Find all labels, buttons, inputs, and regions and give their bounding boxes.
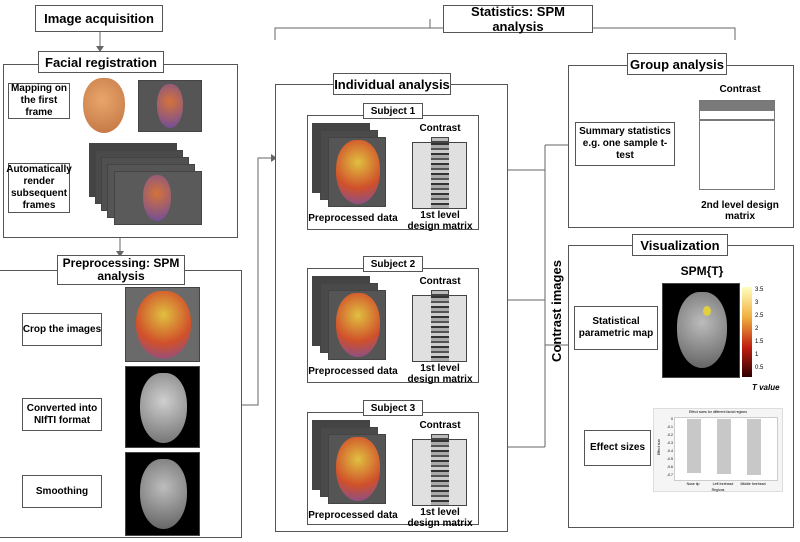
second-level-matrix [699,100,775,190]
summary-stats-box [575,122,675,166]
subject-title-2: Subject 2 [363,256,423,272]
effect-chart-tick: -0.6 [666,465,673,469]
statistics-title: Statistics: SPM analysis [443,4,593,34]
colorbar-tick: 2.5 [755,313,764,319]
render-box [8,163,70,213]
t-value-label: T value [752,383,780,392]
subject-contrast-label-2: Contrast [419,276,461,287]
effect-sizes-label: Effect sizes [589,442,646,453]
smoothing-label: Smoothing [35,485,89,497]
mapping-box [8,83,70,119]
subject-matrix-label-3: 1st level design matrix [407,507,473,529]
visualization-title: Visualization [632,234,728,256]
effect-bar [717,419,731,474]
smoothing-face-image [125,452,200,536]
colorbar-tick: 1 [755,352,759,358]
mapping-face-image [83,78,125,133]
effect-chart: Effect sizes for different facial region… [653,408,783,492]
effect-chart-tick: -0.2 [666,433,673,437]
preprocessing-title: Preprocessing: SPM analysis [57,255,185,285]
stat-map-image [662,283,740,378]
effect-category-label: Nose tip [686,482,700,486]
facial-registration-title: Facial registration [38,51,164,73]
spm-t-label: SPM{T} [680,264,724,278]
subject-contrast-label-1: Contrast [419,123,461,134]
stat-map-label: Statistical parametric map [578,316,654,339]
effect-chart-tick: 0 [671,417,673,421]
effect-chart-tick: -0.4 [666,449,673,453]
mapping-label: Mapping on the first frame [10,83,68,118]
subject-contrast-bar-2 [431,290,449,295]
subject-matrix-label-1: 1st level design matrix [407,210,473,232]
colorbar-tick: 3.5 [755,287,764,293]
subject-contrast-bar-1 [431,137,449,142]
individual-analysis-title: Individual analysis [333,73,451,95]
effect-category-label: Middle forehead [740,482,766,486]
subject-matrix-label-2: 1st level design matrix [407,363,473,385]
subject-preprocessed-label-2: Preprocessed data [308,366,398,377]
nifti-face-image [125,366,200,448]
colorbar-tick: 1.5 [755,339,764,345]
t-colorbar [742,287,752,377]
second-level-label: 2nd level design matrix [701,200,779,222]
effect-bar [747,419,761,475]
crop-label: Crop the images [22,323,102,335]
colorbar-tick: 2 [755,326,759,332]
effect-chart-xlabel: Regions [711,488,725,492]
subject-contrast-label-3: Contrast [419,420,461,431]
effect-chart-tick: -0.3 [666,441,673,445]
subject-title-1: Subject 1 [363,103,423,119]
group-analysis-title: Group analysis [627,53,727,75]
subject-preprocessed-label-1: Preprocessed data [308,213,398,224]
crop-box [22,313,102,346]
effect-category-label: Left forehead [712,482,734,486]
nifti-label: Converted into NIfTI format [26,402,98,426]
stat-map-box [574,306,658,350]
image-acquisition-title: Image acquisition [35,5,163,32]
subject-contrast-bar-3 [431,434,449,439]
nifti-box [22,398,102,431]
subject-design-matrix-3 [412,439,467,506]
subject-title-3: Subject 3 [363,400,423,416]
effect-chart-ylabel: Effect size [657,438,661,456]
effect-chart-tick: -0.5 [666,457,673,461]
subject-design-matrix-1 [412,142,467,209]
colorbar-tick: 0.5 [755,365,764,371]
summary-stats-label: Summary statistics e.g. one sample t-tes… [579,126,671,161]
effect-bar [687,419,701,473]
subject-frame-front-3 [328,434,386,504]
effect-sizes-box [584,430,651,466]
colorbar-tick: 3 [755,300,759,306]
effect-chart-tick: -0.1 [666,425,673,429]
effect-chart-tick: -0.7 [666,473,673,477]
contrast-images-label: Contrast images [549,260,564,362]
subject-frame-front-1 [328,137,386,207]
group-contrast-label: Contrast [719,84,761,95]
mapped-face-frame [138,80,202,132]
render-label: Automatically render subsequent frames [6,164,72,211]
subject-preprocessed-label-3: Preprocessed data [308,510,398,521]
render-frame-front [114,171,202,225]
effect-chart-title: Effect sizes for different facial region… [688,410,748,414]
smoothing-box [22,475,102,508]
crop-face-image [125,287,200,362]
subject-design-matrix-2 [412,295,467,362]
subject-frame-front-2 [328,290,386,360]
